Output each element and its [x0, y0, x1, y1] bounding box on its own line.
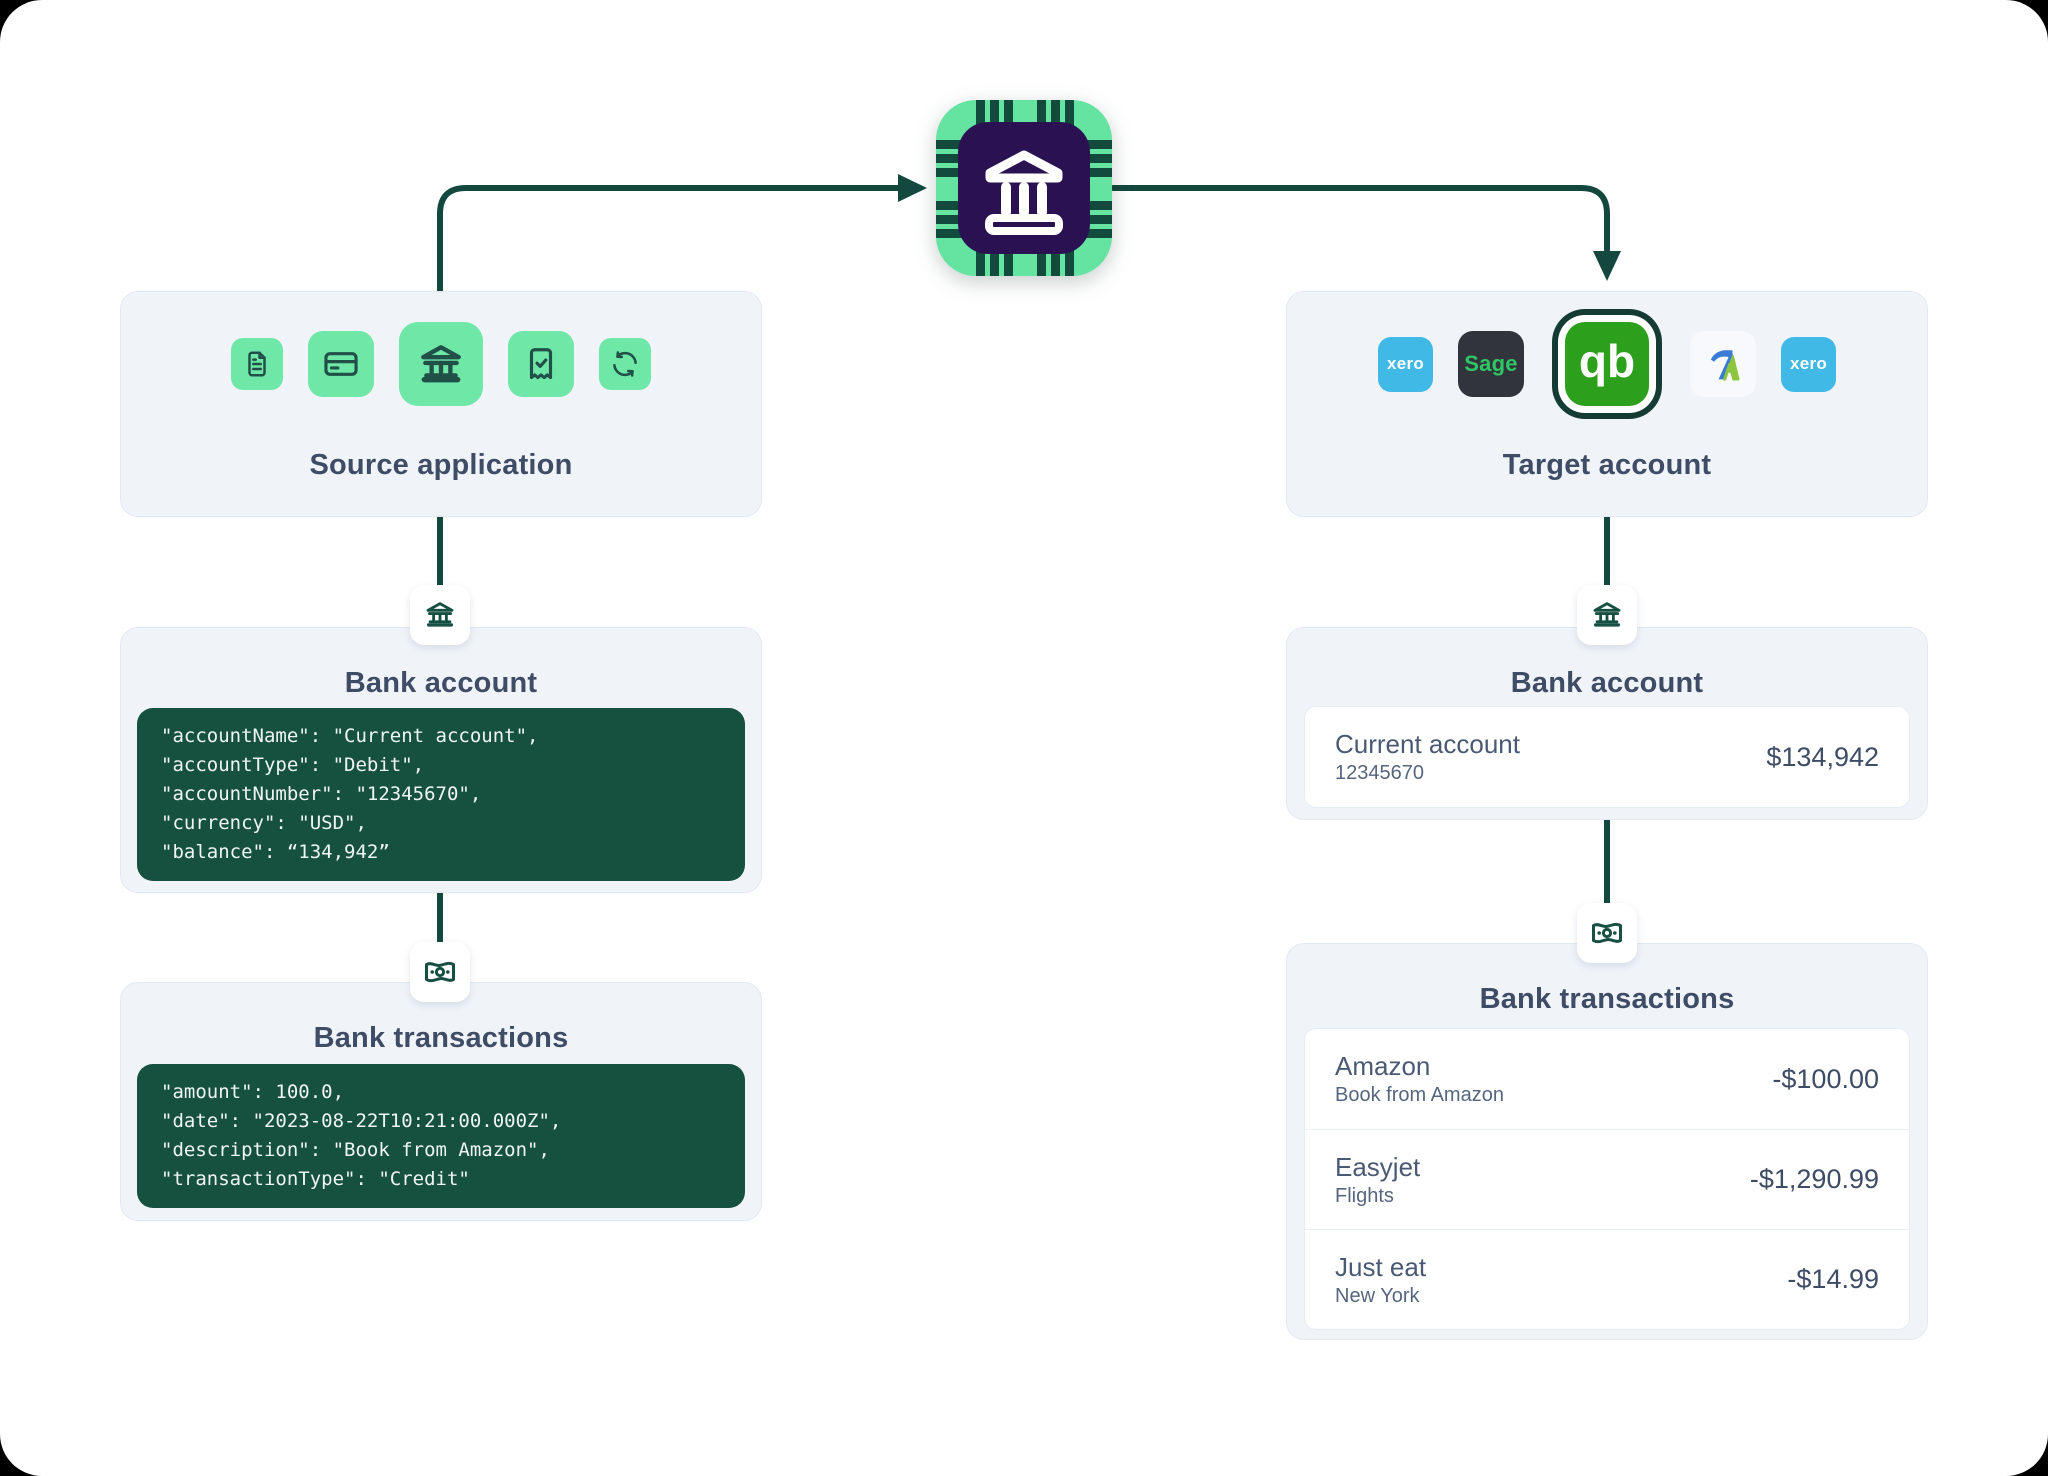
target-app-logos: xero Sage qb xero: [1287, 322, 1927, 406]
quickbooks-logo-label: qb: [1578, 335, 1636, 387]
code-line: "accountName": "Current account",: [161, 725, 539, 747]
arrowhead-right-icon: [898, 174, 927, 202]
transaction-row: Amazon Book from Amazon -$100.00: [1305, 1029, 1909, 1129]
code-line: "balance": “134,942”: [161, 841, 390, 863]
banknote-badge-icon: [410, 942, 470, 1002]
transactions-json-code: "amount": 100.0, "date": "2023-08-22T10:…: [137, 1064, 745, 1208]
source-transactions-title: Bank transactions: [313, 1022, 569, 1054]
bank-chip-icon: [936, 100, 1112, 276]
transactions-list: Amazon Book from Amazon -$100.00 Easyjet…: [1304, 1028, 1910, 1330]
xero-logo-icon: xero: [1378, 336, 1433, 392]
target-bank-account-title: Bank account: [1510, 667, 1704, 699]
receipt-check-icon: [508, 331, 574, 397]
sage-logo-icon: Sage: [1458, 331, 1524, 397]
bank-account-json-code: "accountName": "Current account", "accou…: [137, 708, 745, 881]
source-application-panel: Source application: [120, 291, 762, 517]
credit-card-icon: [308, 331, 374, 397]
bank-icon: [399, 322, 483, 406]
connector-source-to-hub: [437, 185, 901, 294]
arrowhead-down-icon: [1593, 251, 1621, 281]
target-transactions-title: Bank transactions: [1479, 983, 1735, 1015]
account-summary-card: Current account 12345670 $134,942: [1304, 706, 1910, 808]
connector-hub-to-target: [1110, 185, 1610, 253]
code-line: "description": "Book from Amazon",: [161, 1139, 550, 1161]
code-line: "date": "2023-08-22T10:21:00.000Z",: [161, 1110, 562, 1132]
transaction-name: Just eat: [1335, 1251, 1427, 1282]
quickbooks-logo-icon: qb: [1565, 322, 1649, 406]
transaction-row: Just eat New York -$14.99: [1305, 1229, 1909, 1329]
document-icon: [231, 338, 283, 390]
transaction-name: Amazon: [1335, 1051, 1431, 1081]
transaction-name: Easyjet: [1335, 1151, 1421, 1182]
target-transactions-panel: Bank transactions Amazon Book from Amazo…: [1286, 943, 1928, 1340]
target-bank-account-panel: Bank account Current account 12345670 $1…: [1286, 627, 1928, 820]
sage-logo-label: Sage: [1464, 351, 1518, 376]
source-app-icons: [121, 322, 761, 406]
banknote-badge-icon: [1577, 903, 1637, 963]
source-bank-account-title: Bank account: [344, 667, 538, 699]
account-name: Current account: [1335, 729, 1520, 759]
code-line: "amount": 100.0,: [161, 1081, 345, 1103]
transaction-detail: Flights: [1335, 1184, 1394, 1207]
code-line: "transactionType": "Credit": [161, 1168, 470, 1190]
xero-logo-icon: xero: [1781, 336, 1836, 392]
xero-logo-label: xero: [1386, 354, 1425, 373]
target-panel-title: Target account: [1502, 449, 1712, 481]
transaction-detail: Book from Amazon: [1335, 1084, 1504, 1106]
code-line: "currency": "USD",: [161, 812, 367, 834]
source-transactions-panel: Bank transactions "amount": 100.0, "date…: [120, 982, 762, 1221]
xero-logo-label: xero: [1789, 354, 1828, 373]
transaction-detail: New York: [1335, 1284, 1420, 1307]
bank-badge-icon: [1577, 585, 1637, 645]
account-row: Current account 12345670 $134,942: [1305, 707, 1909, 807]
transaction-amount: -$1,290.99: [1749, 1164, 1879, 1194]
transaction-amount: -$100.00: [1772, 1063, 1879, 1094]
code-line: "accountType": "Debit",: [161, 754, 425, 776]
transaction-row: Easyjet Flights -$1,290.99: [1305, 1129, 1909, 1229]
account-number: 12345670: [1335, 762, 1424, 784]
freeagent-logo-icon: [1690, 331, 1756, 397]
transaction-amount: -$14.99: [1787, 1264, 1879, 1294]
source-bank-account-panel: Bank account "accountName": "Current acc…: [120, 627, 762, 893]
account-balance: $134,942: [1766, 741, 1879, 772]
source-panel-title: Source application: [309, 449, 573, 481]
code-line: "accountNumber": "12345670",: [161, 783, 482, 805]
target-account-panel: xero Sage qb xero Target account: [1286, 291, 1928, 517]
bank-badge-icon: [410, 585, 470, 645]
sync-icon: [599, 338, 651, 390]
